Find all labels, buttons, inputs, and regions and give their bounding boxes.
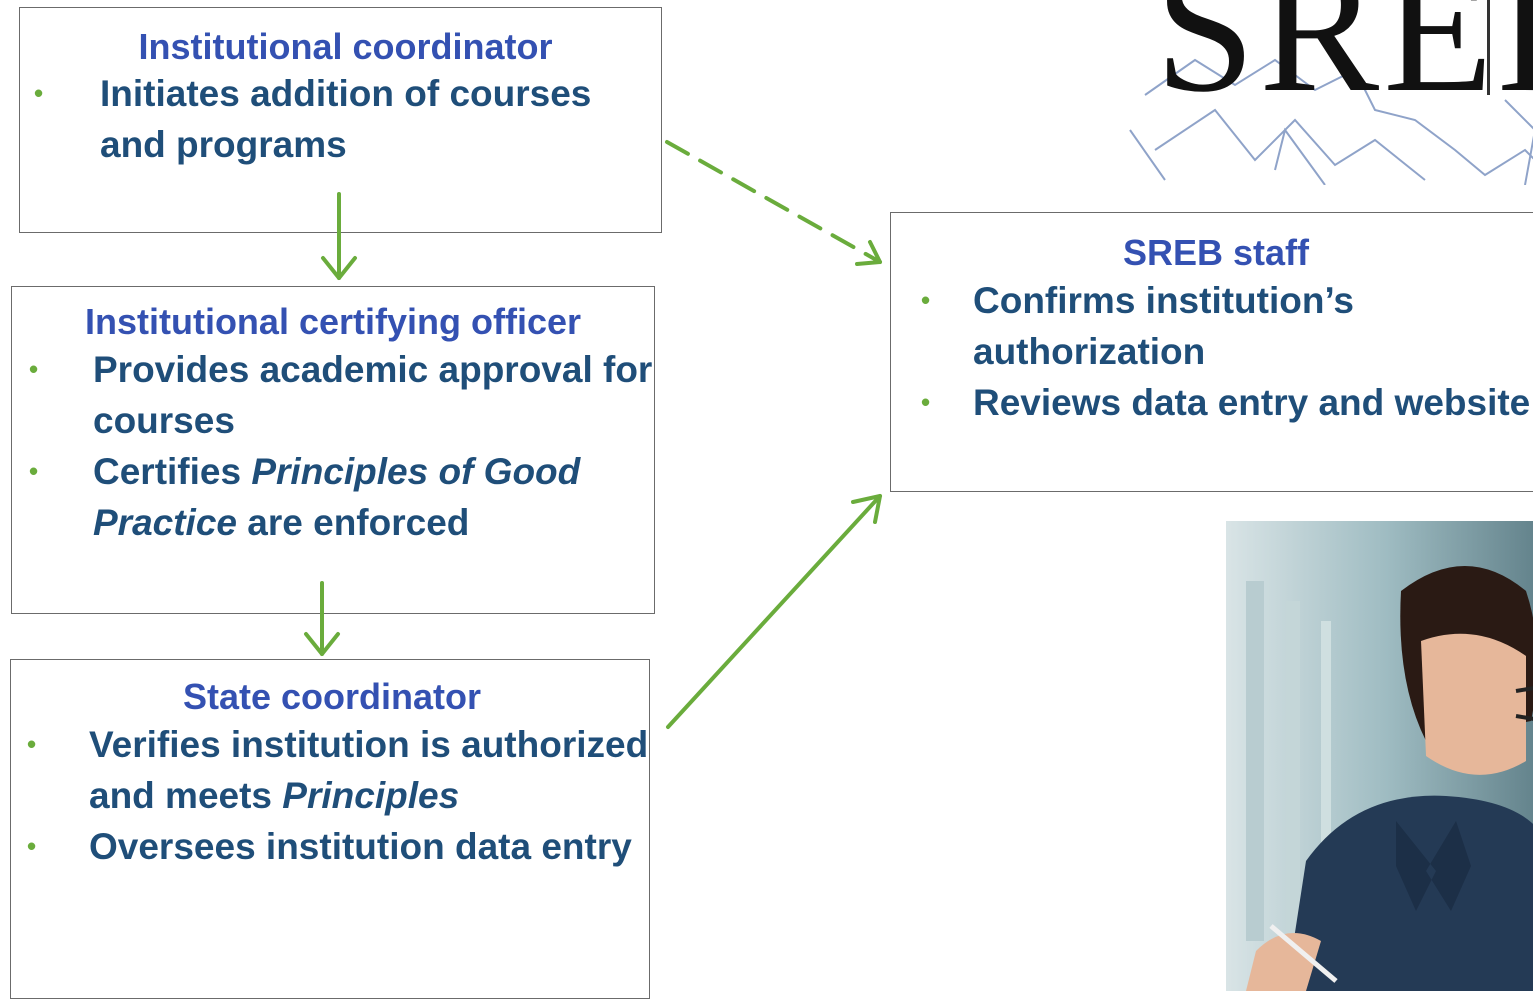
arrow-coordinator-to-sreb-dashed [665,140,882,266]
bullet-item: Confirms institution’s authorization [921,275,1533,377]
certifying-officer-box: Institutional certifying officer Provide… [11,286,655,614]
institutional-coordinator-box: Institutional coordinator Initiates addi… [19,7,662,233]
box-title: SREB staff [1122,232,1310,273]
bullet-text: Verifies institution is authorized and m… [89,724,649,816]
state-coordinator-box: State coordinator Verifies institution i… [10,659,650,999]
bullet-item: Verifies institution is authorized and m… [27,719,649,821]
student-photo [1226,521,1533,991]
logo-divider [1487,0,1490,95]
bullet-emphasis: Principles [282,775,460,816]
logo-map-outline [1129,58,1533,185]
arrow-state-to-sreb [666,494,882,729]
bullet-list: Initiates addition of courses and progra… [34,68,661,170]
box-title: Institutional coordinator [138,26,553,67]
bullet-item: Certifies Principles of Good Practice ar… [29,446,654,548]
bullet-text: Certifies [93,451,252,492]
sreb-logo: SREB [1125,0,1533,185]
bullet-emphasis: Principles of Good Practice [93,451,581,543]
sreb-staff-box: SREB staff Confirms institution’s author… [890,212,1533,492]
student-photo-image [1226,521,1533,991]
box-title: Institutional certifying officer [84,301,582,342]
bullet-text: are enforced [237,502,470,543]
box-title: State coordinator [182,676,482,717]
bullet-list: Confirms institution’s authorization Rev… [921,275,1533,428]
logo-wordmark: SREB [1155,0,1533,129]
bullet-item: Oversees institution data entry [27,821,649,872]
bullet-item: Reviews data entry and website [921,377,1533,428]
bullet-list: Verifies institution is authorized and m… [27,719,649,872]
bullet-list: Provides academic approval for courses C… [29,344,654,548]
bullet-item: Provides academic approval for courses [29,344,654,446]
bullet-item: Initiates addition of courses and progra… [34,68,661,170]
